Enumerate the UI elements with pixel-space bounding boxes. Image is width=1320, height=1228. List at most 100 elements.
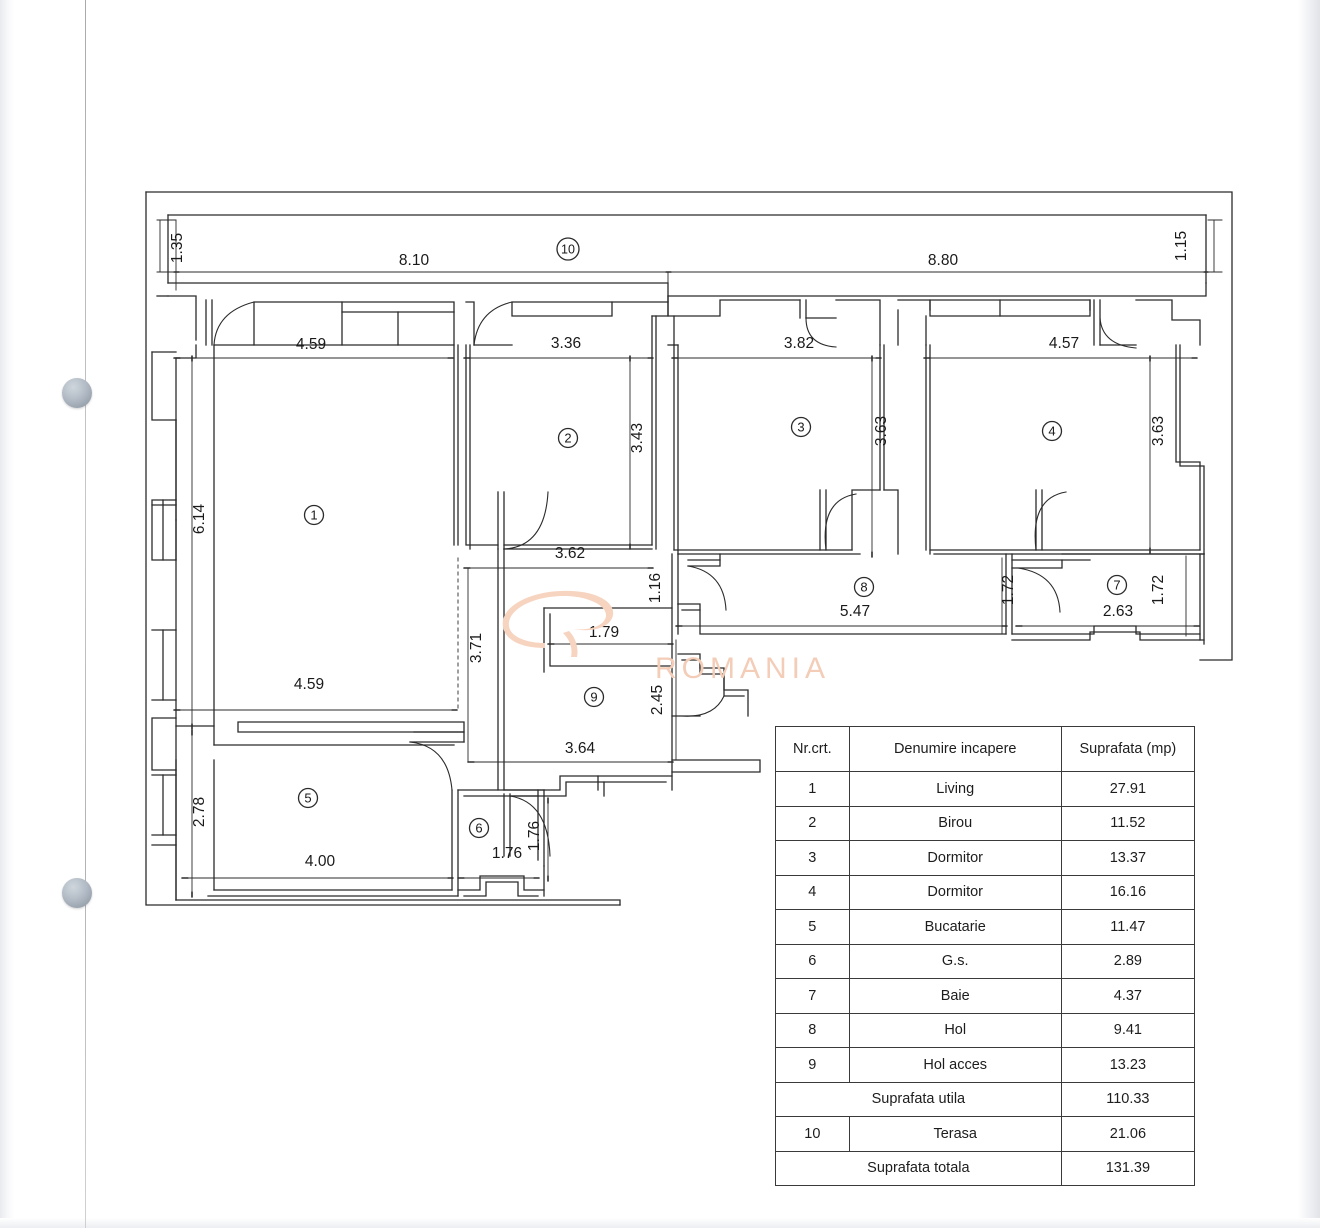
dimension-label: 3.82 [784,335,814,352]
row-name: Terasa [848,1116,1062,1152]
dimension-label: 3.71 [468,633,485,663]
row-area: 16.16 [1060,874,1196,910]
wall-hol9-right-step [677,653,749,717]
row-name: Baie [848,978,1062,1014]
subtotal-area: 110.33 [1060,1081,1196,1117]
row-area: 21.06 [1060,1116,1196,1152]
table-header-row: Nr.crt. Denumire incapere Suprafata (mp) [775,726,1196,772]
wall-dorm4-right [1175,344,1201,551]
row-area: 13.23 [1060,1047,1196,1083]
dimension-label: 1.35 [169,233,186,263]
wall-birou-topright-corner [651,295,669,317]
wall-birou-left [465,344,499,546]
dimension-label: 4.59 [296,336,326,353]
dimension-label: 5.47 [840,603,870,620]
row-nr: 3 [775,840,850,876]
door-swing-gs [509,795,551,857]
row-nr: 2 [775,805,850,841]
row-name: Dormitor [848,874,1062,910]
room-marker-circle-9 [583,686,605,708]
door-swing-hol9 [681,695,725,717]
total-area: 131.39 [1060,1150,1196,1186]
row-name: Birou [848,805,1062,841]
row-area: 9.41 [1060,1012,1196,1048]
dimension-label: 2.45 [649,685,666,715]
row-name: Living [848,771,1062,807]
dimension-label: 1.76 [526,821,543,851]
wall-hol-bottom [677,603,1007,635]
left-notch-f [151,844,177,901]
header-area: Suprafata (mp) [1060,726,1196,772]
outer-boundary-left [145,191,621,906]
room-marker-circle-10 [556,237,580,261]
wall-dorm3-right-top [835,299,881,346]
page-fold-line [85,0,86,1228]
row-nr: 8 [775,1012,850,1048]
wall-hol-left-door2 [687,553,721,567]
page-edge-shadow-bottom [0,1218,1320,1228]
page-edge-shadow-left [0,0,14,1228]
left-notch-c [151,629,177,701]
subtotal-label: Suprafata utila [775,1081,1062,1117]
dimension-label: 4.00 [305,853,336,870]
row-area: 4.37 [1060,978,1196,1014]
outer-bottom-left [175,899,621,906]
wall-living-left-outer [175,344,197,521]
wall-dorm3-right-notch [851,489,881,551]
dimension-label: 8.80 [928,252,959,269]
room-marker-label-3: 3 [797,420,804,435]
wall-dorm4-left-top [897,299,931,311]
room-marker-circle-2 [557,427,579,449]
dimension-label: 1.15 [1173,231,1190,261]
dimension-label: 1.72 [1000,575,1017,605]
dimension-label: 4.59 [294,676,324,693]
wall-bath-door-head [1011,559,1063,569]
row-name: Bucatarie [848,909,1062,945]
wall-birou-top [511,301,613,317]
room-marker-label-8: 8 [860,580,867,595]
left-notch-a2 [151,351,177,421]
dimension-label: 1.79 [589,624,619,641]
room-marker-circle-3 [790,416,812,438]
dimension-label: 1.16 [647,573,664,603]
row-name: G.s. [848,943,1062,979]
row-area: 27.91 [1060,771,1196,807]
door-swing-dorm4 [1099,317,1137,349]
room-marker-circle-7 [1106,574,1128,596]
wall-top-left-return [167,295,197,341]
door-swing-dorm3-hall [824,493,857,551]
row-nr: 4 [775,874,850,910]
row-area: 2.89 [1060,943,1196,979]
left-notch-b [151,499,177,561]
wall-dorm3-top-step [667,295,801,317]
dimension-label: 3.63 [1150,416,1167,446]
outer-boundary [145,191,1233,661]
row-nr: 9 [775,1047,850,1083]
room-schedule-table: Nr.crt. Denumire incapere Suprafata (mp)… [775,726,1196,1186]
dimension-label: 4.57 [1049,335,1079,352]
row-area: 11.52 [1060,805,1196,841]
room-marker-label-9: 9 [590,690,597,705]
dimension-label: 3.43 [629,423,646,453]
wall-hol9-right-step2 [681,659,745,697]
wall-dorm3-right-notch2 [883,489,899,555]
door-swing-living [213,301,255,346]
wall-birou-left-jamb [465,301,475,346]
wall-dorm4-right-top [1135,299,1201,346]
door-swing-dorm4-hall [1034,491,1067,551]
dimension-label: 2.63 [1103,603,1133,620]
row-nr: 7 [775,978,850,1014]
row-area: 13.37 [1060,840,1196,876]
door-swing-bath [1017,567,1061,613]
room-marker-circle-8 [853,576,875,598]
